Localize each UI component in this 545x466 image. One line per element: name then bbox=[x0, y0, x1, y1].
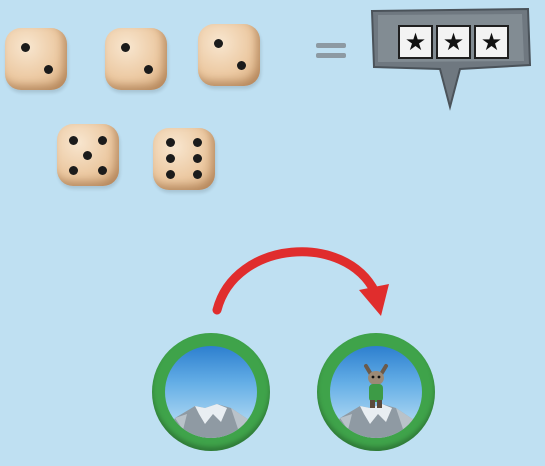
curved-arrow-icon bbox=[212, 247, 389, 316]
equals-icon bbox=[316, 40, 346, 62]
star-icon: ★ bbox=[398, 25, 433, 59]
star-icon: ★ bbox=[436, 25, 471, 59]
mountain-peak-icon bbox=[165, 346, 257, 438]
star-rating: ★ ★ ★ bbox=[398, 25, 514, 59]
star-icon: ★ bbox=[474, 25, 509, 59]
die-six bbox=[153, 128, 215, 190]
reward-badge bbox=[370, 7, 532, 111]
goat-on-peak-icon bbox=[330, 346, 422, 438]
die-two bbox=[198, 24, 260, 86]
goat-on-peak-token bbox=[317, 333, 435, 451]
die-five bbox=[57, 124, 119, 186]
die-two bbox=[5, 28, 67, 90]
mountain-peak-token bbox=[152, 333, 270, 451]
die-two bbox=[105, 28, 167, 90]
